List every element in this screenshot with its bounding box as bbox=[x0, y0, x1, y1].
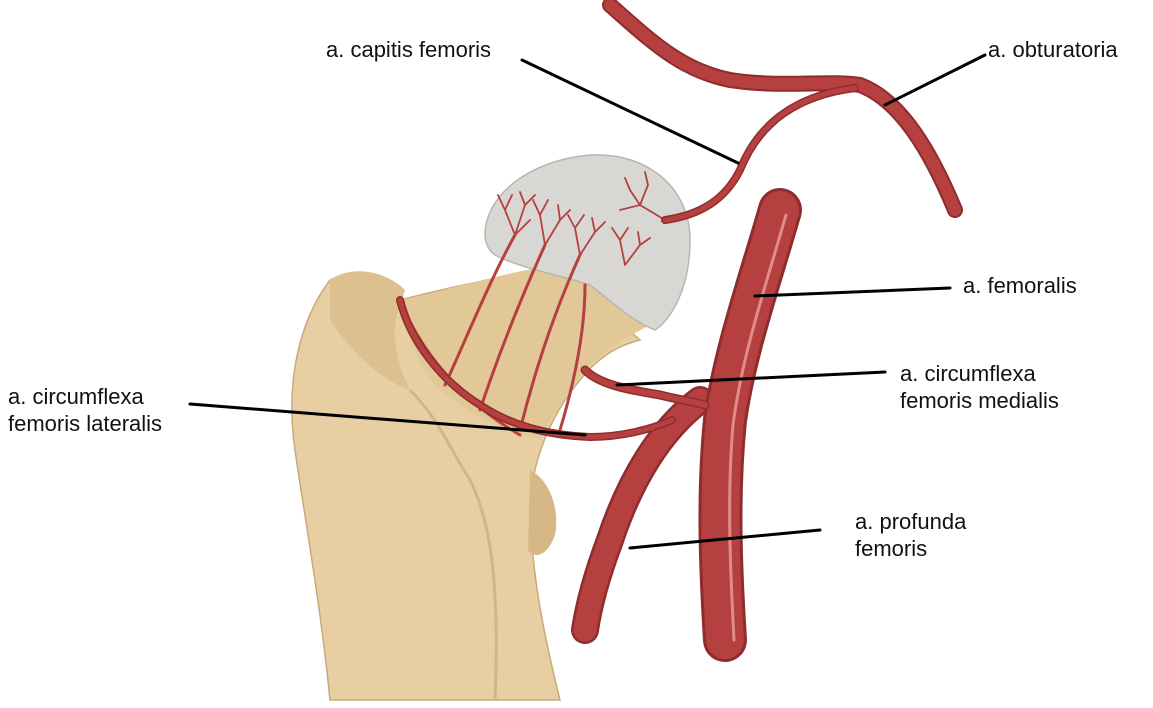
label-capitis-femoris: a. capitis femoris bbox=[326, 36, 491, 63]
label-profunda-femoris: a. profunda femoris bbox=[855, 508, 966, 562]
lesser-trochanter bbox=[528, 470, 556, 555]
leader-obturatoria bbox=[885, 55, 985, 105]
label-circumflexa-medialis: a. circumflexa femoris medialis bbox=[900, 360, 1059, 414]
label-obturatoria: a. obturatoria bbox=[988, 36, 1118, 63]
label-femoralis: a. femoralis bbox=[963, 272, 1077, 299]
leader-femoralis bbox=[755, 288, 950, 296]
capitis-femoris-artery bbox=[665, 88, 855, 220]
femur bbox=[292, 265, 660, 700]
label-circumflexa-lateralis: a. circumflexa femoris lateralis bbox=[8, 383, 162, 437]
